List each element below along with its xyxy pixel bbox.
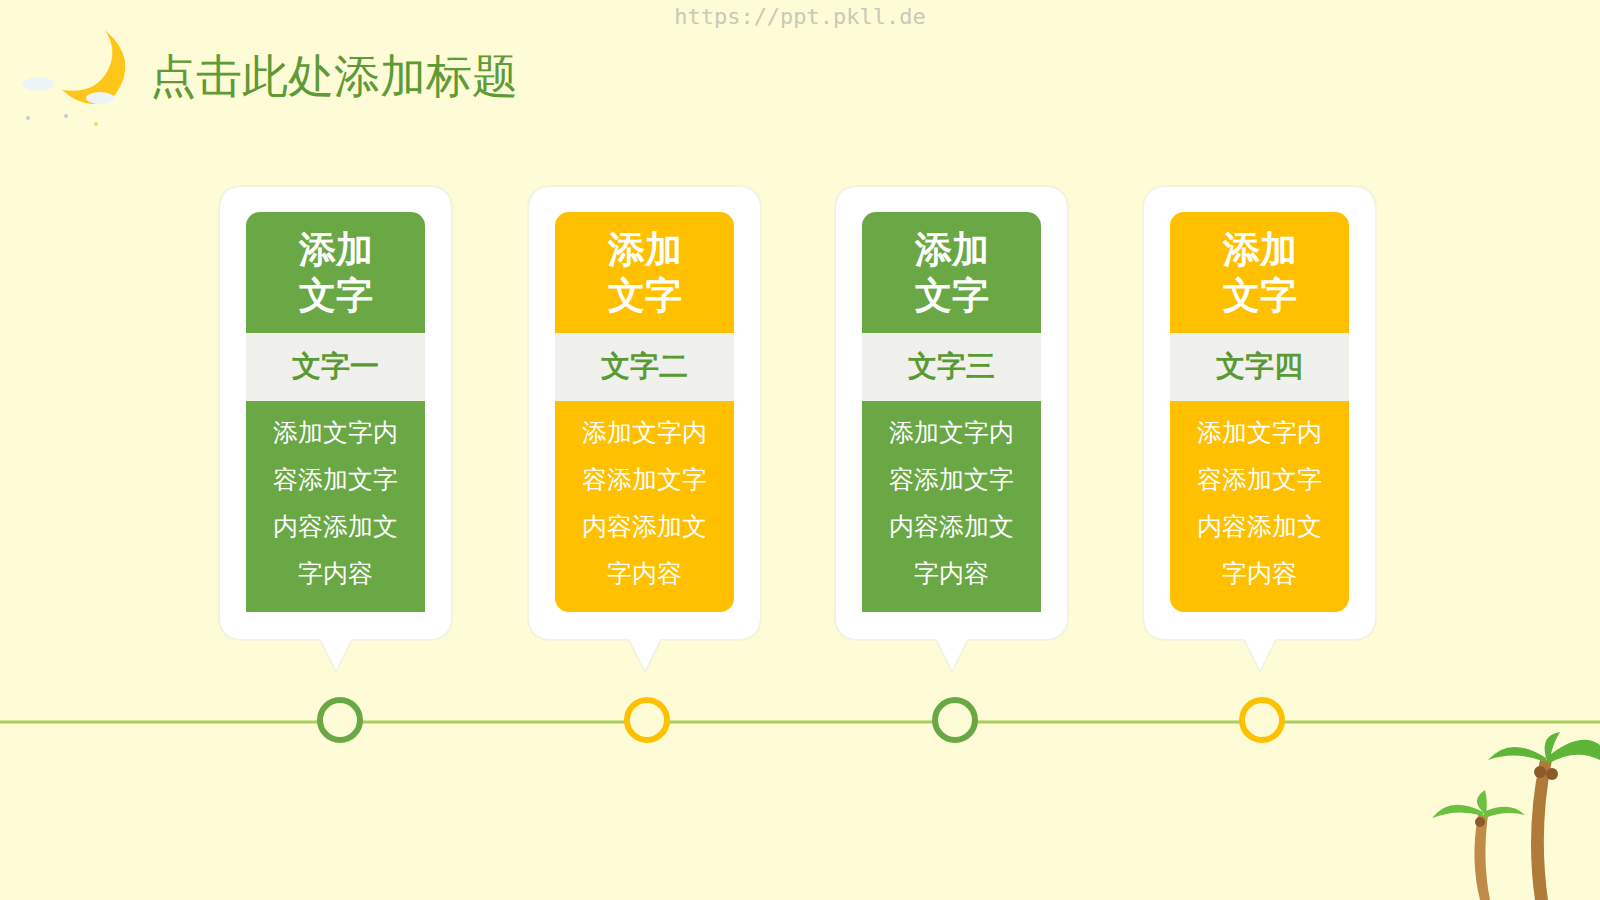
panel-body: 添加文字内容添加文字内容添加文字内容 xyxy=(246,401,425,612)
panel-body: 添加文字内容添加文字内容添加文字内容 xyxy=(1170,401,1349,612)
panel-subtitle: 文字三 xyxy=(862,333,1041,401)
text-panel: 添加文字文字三添加文字内容添加文字内容添加文字内容 xyxy=(862,212,1041,612)
text-panel: 添加文字文字二添加文字内容添加文字内容添加文字内容 xyxy=(555,212,734,612)
panel-body: 添加文字内容添加文字内容添加文字内容 xyxy=(862,401,1041,612)
moon xyxy=(22,30,125,126)
panel-heading: 添加文字 xyxy=(296,227,376,319)
panel-subtitle: 文字二 xyxy=(555,333,734,401)
timeline-dots xyxy=(320,700,1282,740)
slide-title: 点击此处添加标题 xyxy=(150,46,518,108)
text-panel: 添加文字文字四添加文字内容添加文字内容添加文字内容 xyxy=(1170,212,1349,612)
panel-body: 添加文字内容添加文字内容添加文字内容 xyxy=(555,401,734,612)
panel-heading-box: 添加文字 xyxy=(1170,212,1349,333)
panel-subtitle: 文字一 xyxy=(246,333,425,401)
panel-heading: 添加文字 xyxy=(605,227,685,319)
timeline xyxy=(0,721,1600,724)
panel-heading: 添加文字 xyxy=(912,227,992,319)
panel-heading-box: 添加文字 xyxy=(555,212,734,333)
panel-heading-box: 添加文字 xyxy=(246,212,425,333)
cards xyxy=(219,186,1376,672)
text-panel: 添加文字文字一添加文字内容添加文字内容添加文字内容 xyxy=(246,212,425,612)
panel-heading: 添加文字 xyxy=(1220,227,1300,319)
watermark: https://ppt.pkll.de xyxy=(0,4,1600,29)
panel-heading-box: 添加文字 xyxy=(862,212,1041,333)
palm-trees xyxy=(1432,732,1600,900)
panel-subtitle: 文字四 xyxy=(1170,333,1349,401)
